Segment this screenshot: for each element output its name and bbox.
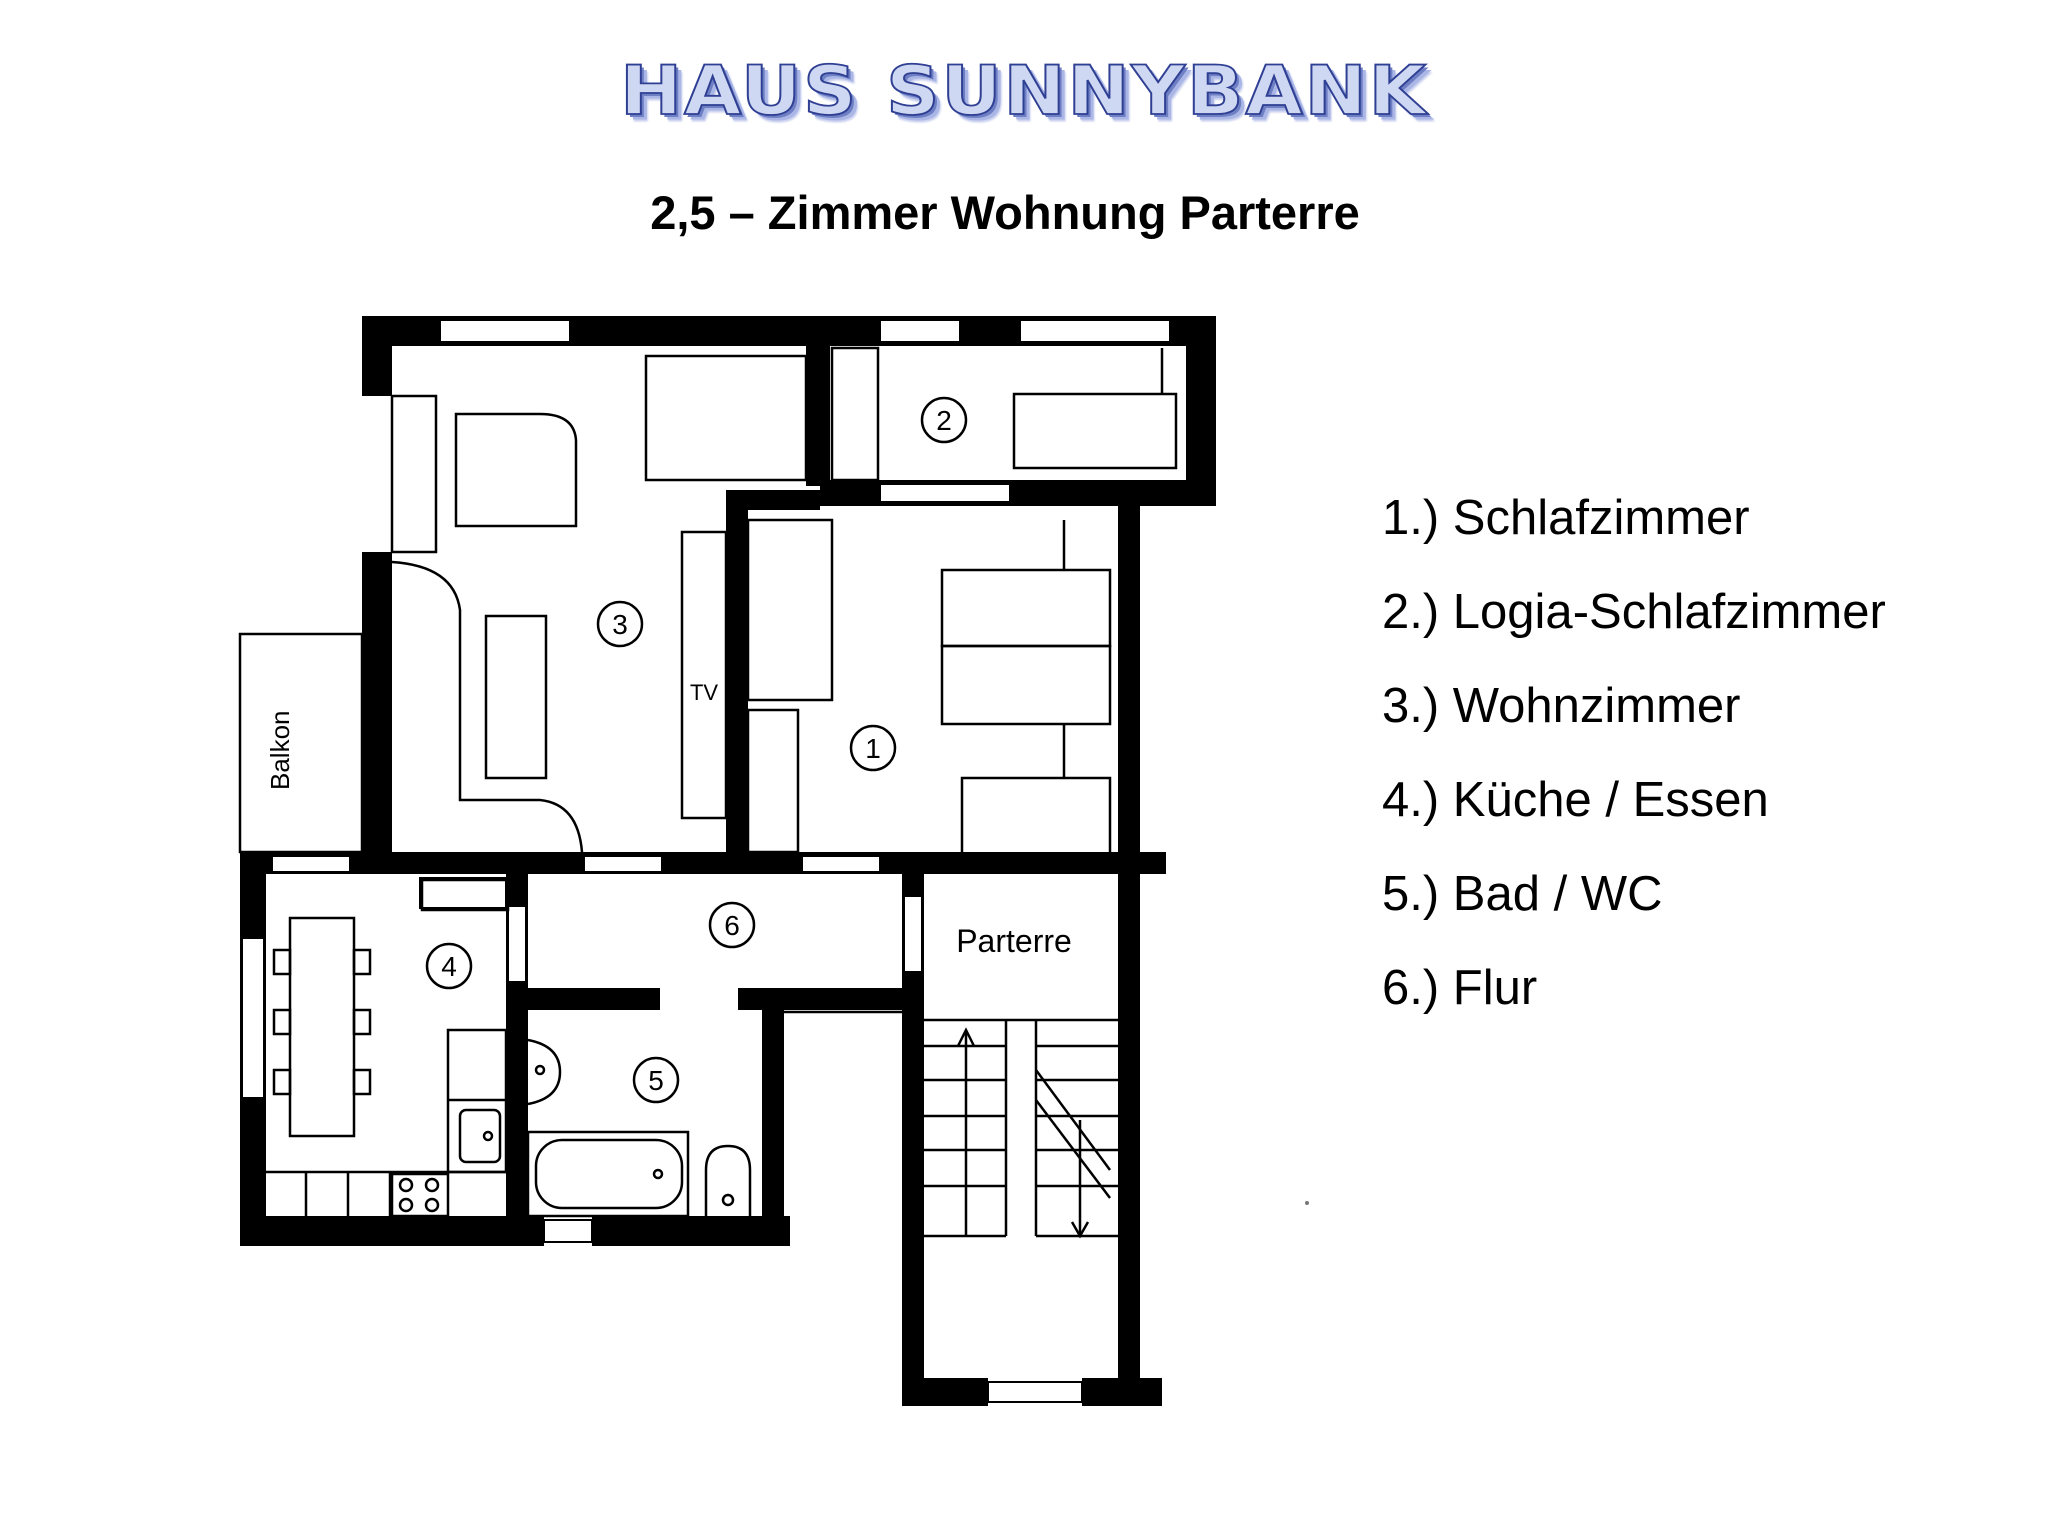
furniture [238,346,1178,1239]
room-marker-5 [632,1056,680,1104]
balkon-label: Balkon [265,711,295,791]
room-marker-3 [596,600,644,648]
legend-item: 1.) Schlafzimmer [1382,491,1750,545]
room-markers [425,396,968,1104]
room-marker-1 [849,724,897,772]
room-marker-5-label: 5 [648,1065,664,1096]
windows [241,319,1171,1403]
page-title: 2,5 – Zimmer Wohnung Parterre [650,186,1360,239]
legend-item: 4.) Küche / Essen [1382,773,1769,827]
room-legend: 1.) Schlafzimmer 2.) Logia-Schlafzimmer … [1382,488,1886,1052]
parterre-label: Parterre [956,923,1072,959]
legend-item: 5.) Bad / WC [1382,867,1663,921]
room-marker-6 [708,901,756,949]
brand-logo: HAUS SUNNYBANK [619,51,1428,132]
tv-label: TV [690,680,718,705]
room-marker-4-label: 4 [441,951,457,982]
room-marker-1-label: 1 [865,733,881,764]
room-marker-2 [920,396,968,444]
legend-item: 3.) Wohnzimmer [1382,679,1741,733]
room-marker-2-label: 2 [936,405,952,436]
room-marker-4 [425,942,473,990]
room-marker-3-label: 3 [612,609,628,640]
room-marker-6-label: 6 [724,910,740,941]
walls [240,316,1216,1406]
legend-item: 2.) Logia-Schlafzimmer [1382,585,1886,639]
legend-item: 6.) Flur [1382,961,1538,1015]
